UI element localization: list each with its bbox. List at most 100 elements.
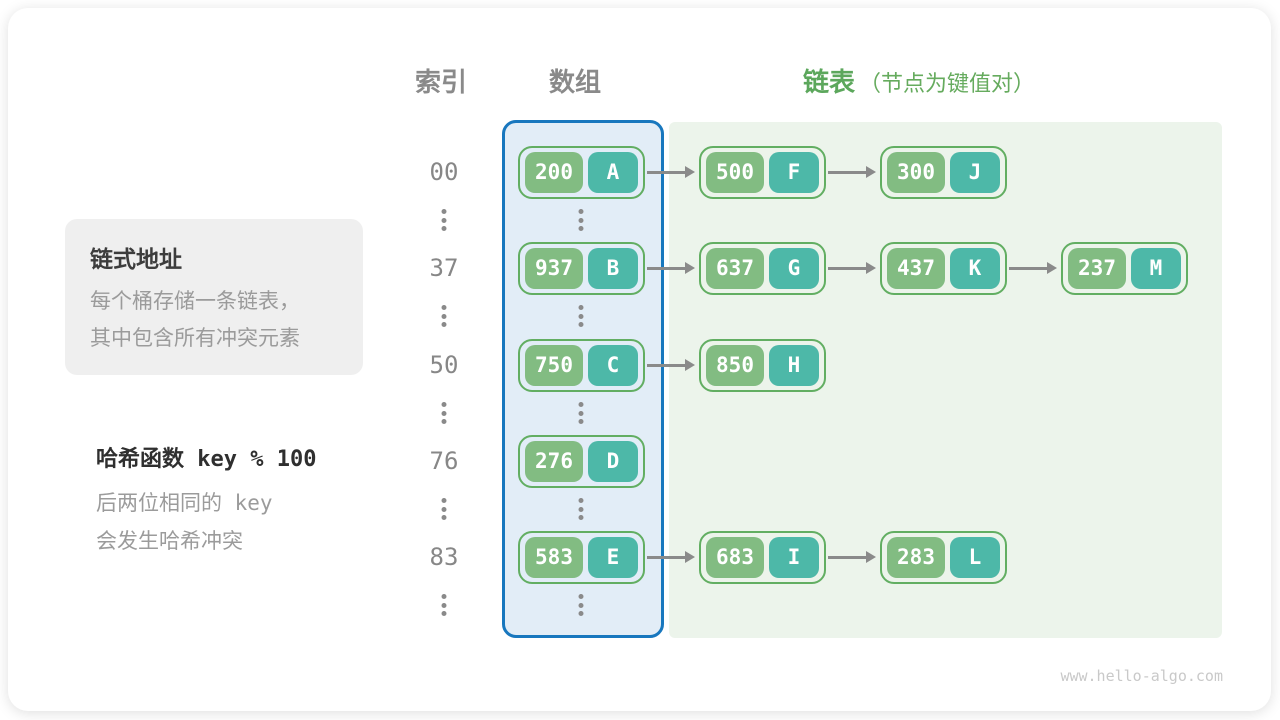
ellipsis-dot [441, 226, 447, 231]
ellipsis-dot [578, 305, 584, 310]
node-key: 937 [525, 247, 583, 289]
node-value: E [588, 536, 638, 578]
ellipsis-dot [441, 305, 447, 310]
ellipsis-icon [441, 402, 447, 424]
ellipsis-dot [578, 226, 584, 231]
node-value: F [769, 151, 819, 193]
bucket-index-label: 37 [429, 254, 459, 282]
node-value: B [588, 247, 638, 289]
bucket-index-label: 00 [429, 158, 459, 186]
ellipsis-dot [441, 611, 447, 616]
node-value: I [769, 536, 819, 578]
ellipsis-dot [441, 313, 447, 319]
ellipsis-dot [441, 515, 447, 520]
ellipsis-dot [441, 209, 447, 214]
ellipsis-dot [578, 602, 584, 608]
info-box: 链式地址 每个桶存储一条链表， 其中包含所有冲突元素 [65, 219, 363, 375]
ellipsis-dot [578, 594, 584, 599]
ellipsis-icon [441, 594, 447, 616]
list-header-label: 链表 [803, 67, 856, 97]
info-box-line: 每个桶存储一条链表， [90, 290, 300, 313]
node-value: J [950, 151, 1000, 193]
ellipsis-dot [441, 322, 447, 327]
ellipsis-dot [441, 402, 447, 407]
node-key: 583 [525, 536, 583, 578]
index-column-header: 索引 [414, 67, 468, 97]
ellipsis-dot [441, 594, 447, 599]
ellipsis-dot [578, 515, 584, 520]
node-key: 850 [706, 344, 764, 386]
node-key: 237 [1068, 247, 1126, 289]
ellipsis-dot [441, 419, 447, 424]
node-value: H [769, 344, 819, 386]
ellipsis-dot [578, 506, 584, 512]
next-pointer-arrow [828, 261, 876, 274]
node-key: 683 [706, 536, 764, 578]
ellipsis-dot [441, 410, 447, 416]
ellipsis-icon [441, 305, 447, 327]
ellipsis-icon [578, 498, 584, 520]
next-pointer-arrow [1009, 261, 1057, 274]
node-key: 500 [706, 151, 764, 193]
node-key: 637 [706, 247, 764, 289]
node-value: L [950, 536, 1000, 578]
ellipsis-dot [441, 602, 447, 608]
node-value: M [1131, 247, 1181, 289]
hash-note-line: 后两位相同的 key [96, 491, 273, 515]
hash-function-title: 哈希函数 key % 100 [96, 447, 317, 472]
ellipsis-dot [441, 217, 447, 223]
bucket-index-label: 76 [429, 447, 459, 475]
info-box-title: 链式地址 [90, 246, 182, 272]
next-pointer-arrow [828, 550, 876, 563]
ellipsis-icon [441, 498, 447, 520]
node-key: 276 [525, 440, 583, 482]
node-key: 300 [887, 151, 945, 193]
ellipsis-dot [578, 498, 584, 503]
ellipsis-dot [578, 313, 584, 319]
node-key: 750 [525, 344, 583, 386]
array-column-header: 数组 [548, 67, 602, 97]
ellipsis-icon [578, 402, 584, 424]
node-value: G [769, 247, 819, 289]
ellipsis-icon [578, 594, 584, 616]
info-box-line: 其中包含所有冲突元素 [90, 327, 300, 350]
next-pointer-arrow [647, 261, 695, 274]
ellipsis-dot [578, 402, 584, 407]
ellipsis-dot [578, 209, 584, 214]
next-pointer-arrow [647, 550, 695, 563]
watermark: www.hello-algo.com [1060, 667, 1223, 685]
next-pointer-arrow [828, 165, 876, 178]
node-value: K [950, 247, 1000, 289]
next-pointer-arrow [647, 165, 695, 178]
node-value: C [588, 344, 638, 386]
ellipsis-dot [578, 410, 584, 416]
ellipsis-dot [578, 322, 584, 327]
ellipsis-dot [578, 217, 584, 223]
next-pointer-arrow [647, 358, 695, 371]
ellipsis-icon [441, 209, 447, 231]
ellipsis-dot [441, 506, 447, 512]
list-column-header: 链表（节点为键值对） [803, 62, 1035, 99]
bucket-index-label: 83 [429, 543, 459, 571]
ellipsis-dot [578, 611, 584, 616]
node-value: A [588, 151, 638, 193]
hash-note-line: 会发生哈希冲突 [96, 529, 243, 553]
node-value: D [588, 440, 638, 482]
node-key: 200 [525, 151, 583, 193]
ellipsis-icon [578, 209, 584, 231]
node-key: 437 [887, 247, 945, 289]
list-header-note: （节点为键值对） [859, 71, 1036, 96]
bucket-index-label: 50 [429, 351, 459, 379]
